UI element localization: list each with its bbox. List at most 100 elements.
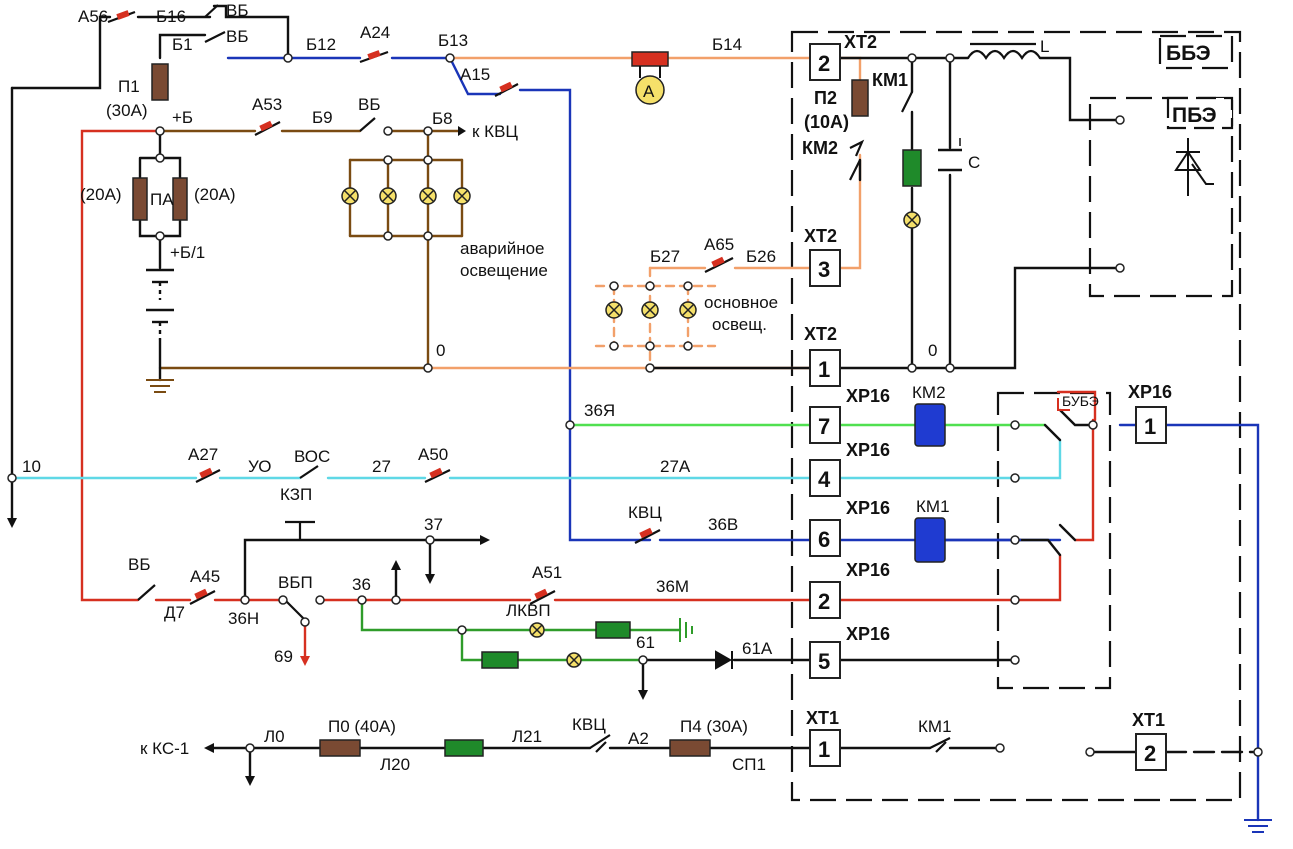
label-emerg-light: аварийное освещение [460, 239, 549, 280]
coil-km1-top [902, 149, 922, 187]
label-p4: П4 (30А) [680, 717, 748, 736]
breaker-a15-mark [499, 81, 513, 93]
node [423, 126, 433, 136]
pbe-label-box [1166, 96, 1234, 130]
resistor-l20 [444, 739, 484, 757]
breaker-a27 [195, 469, 221, 483]
terminal-xt1-1-num: 1 [818, 737, 830, 762]
arrow-b8 [458, 126, 466, 136]
label-xt1-a: ХТ1 [806, 708, 839, 728]
node [245, 743, 255, 753]
wire-p1-top [158, 33, 207, 60]
label-a27: А27 [188, 445, 218, 464]
label-a51: А51 [532, 563, 562, 582]
label-a53: А53 [252, 95, 282, 114]
node [155, 231, 165, 241]
breaker-a65-mark [711, 256, 725, 268]
label-d7: Д7 [164, 603, 185, 622]
label-p2-rating: (10А) [804, 112, 849, 132]
terminal-xp16-6-num: 6 [818, 527, 830, 552]
terminal-xt2-3 [809, 249, 841, 287]
wire-xt2-3-to-p2 [838, 153, 862, 270]
node [945, 363, 955, 373]
terminal-xt2-3-num: 3 [818, 257, 830, 282]
label-b8: Б8 [432, 109, 453, 128]
label-xp16-c: ХР16 [846, 498, 890, 518]
label-b16: Б16 [156, 7, 186, 26]
ground-lkvp-icon [679, 618, 693, 642]
breaker-a24-mark [367, 50, 381, 60]
terminal-xp16-4 [809, 459, 841, 497]
label-emerg-light-l2: освещение [460, 261, 548, 280]
label-b1: Б1 [172, 35, 193, 54]
breaker-a45-mark [194, 588, 208, 600]
bbe-label-box [1158, 34, 1234, 70]
switch-kvc-bot [589, 734, 611, 753]
ammeter-group: A [631, 51, 669, 105]
wire-lkvp [360, 598, 532, 632]
label-main-light-l2: освещ. [712, 315, 767, 334]
label-km2-coil: КМ2 [912, 383, 946, 402]
fuse-p1 [151, 63, 169, 101]
label-pa: ПА [150, 190, 174, 209]
fuse-p2 [851, 79, 869, 117]
coil-group [444, 149, 946, 757]
breaker-a65 [704, 257, 734, 273]
fuse-pa-right [172, 177, 188, 221]
km2-contact-mark [849, 139, 865, 157]
label-pa-left: (20А) [80, 185, 122, 204]
fuse-pa-left [132, 177, 148, 221]
terminal-xt2-2 [809, 43, 841, 81]
wire-27a-right [838, 438, 1062, 480]
label-p1: П1 [118, 77, 140, 96]
breaker-a27-mark [199, 467, 213, 479]
terminal-xp16-6 [809, 519, 841, 557]
label-p1-rating: (30А) [106, 101, 148, 120]
lamp-cross-m3 [681, 303, 695, 317]
switch-vbp [284, 599, 306, 621]
label-a65: А65 [704, 235, 734, 254]
label-kzp: КЗП [280, 485, 312, 504]
wire-bube-red-top [1056, 390, 1097, 422]
label-36: 36 [352, 575, 371, 594]
diode-icon [715, 650, 733, 670]
node [1010, 655, 1020, 665]
wire-36m-right [838, 553, 1062, 602]
label-vos: ВОС [294, 447, 330, 466]
diode-body [715, 650, 733, 670]
label-37: 37 [424, 515, 443, 534]
node [155, 126, 165, 136]
node [1115, 263, 1125, 273]
node [1115, 115, 1125, 125]
label-xp16-e: ХР16 [846, 624, 890, 644]
label-a24: А24 [360, 23, 390, 42]
label-to-ks1: к КС-1 [140, 739, 189, 758]
lamp-cross-e4 [455, 189, 469, 203]
node [457, 625, 467, 635]
arrow-37-right [480, 535, 490, 545]
arrow-l0-down [245, 776, 255, 786]
node [383, 155, 393, 165]
wires [10, 4, 1260, 822]
node [155, 153, 165, 163]
node [445, 53, 455, 63]
node [609, 341, 619, 351]
switch-vb-b1 [204, 31, 226, 43]
label-km1-coil: КМ1 [916, 497, 950, 516]
node [1088, 420, 1098, 430]
label-xp16-right: ХР16 [1128, 382, 1172, 402]
terminal-xp16-4-num: 4 [818, 467, 831, 492]
label-36v: 36В [708, 515, 738, 534]
lamp-cross-m1 [607, 303, 621, 317]
label-lkvp: ЛКВП [506, 601, 551, 620]
node [609, 281, 619, 291]
wire-b13 [390, 56, 502, 96]
label-36m: 36М [656, 577, 689, 596]
switch-uo-vos [299, 465, 319, 479]
ground-icon [146, 379, 174, 393]
label-km1-top: КМ1 [872, 70, 908, 90]
arrow-69-down [300, 656, 310, 666]
label-36n: 36Н [228, 609, 259, 628]
breaker-kvc-mid-mark [639, 527, 653, 539]
label-vb2: ВБ [226, 27, 249, 46]
